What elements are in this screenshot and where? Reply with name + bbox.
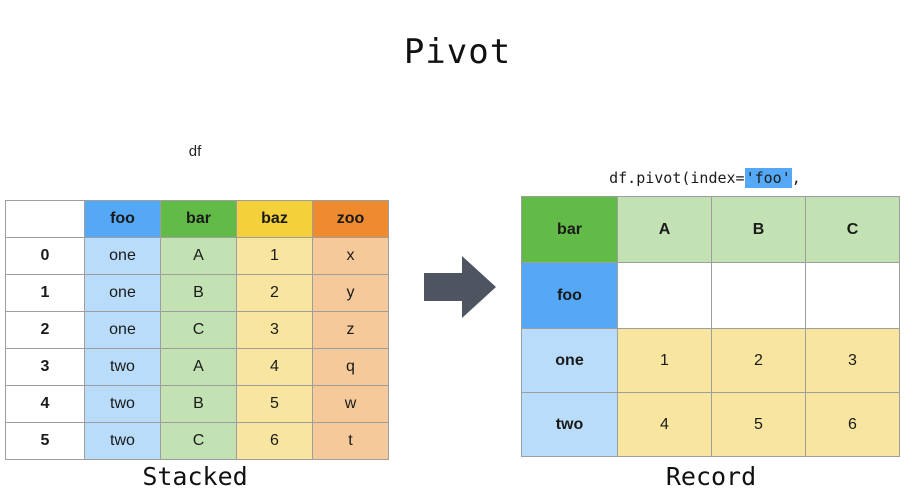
table-row: one 1 2 3: [521, 328, 900, 393]
cell-zoo: w: [312, 385, 389, 423]
row-index: 3: [5, 348, 85, 386]
cell-zoo: q: [312, 348, 389, 386]
row-index: 4: [5, 385, 85, 423]
column-header-bar: bar: [160, 200, 237, 238]
cell-baz: 6: [236, 422, 313, 460]
row-index: 0: [5, 237, 85, 275]
dataframe-label: df: [188, 143, 202, 160]
cell-value: 2: [711, 328, 806, 393]
cell-bar: C: [160, 422, 237, 460]
cell-foo: two: [84, 385, 161, 423]
cell-zoo: t: [312, 422, 389, 460]
table-header-row: foo bar baz zoo: [5, 200, 389, 238]
table-row: 3 two A 4 q: [5, 348, 389, 386]
cell-bar: A: [160, 348, 237, 386]
stacked-caption: Stacked: [142, 462, 248, 491]
cell-value: 3: [805, 328, 900, 393]
cell-bar: B: [160, 274, 237, 312]
row-index: 5: [5, 422, 85, 460]
cell-bar: B: [160, 385, 237, 423]
table-row: 4 two B 5 w: [5, 385, 389, 423]
code-line-index: df.pivot(index='foo',: [573, 147, 828, 210]
index-name-row: foo: [521, 262, 900, 329]
empty-cell: [805, 262, 900, 329]
table-row: 2 one C 3 z: [5, 311, 389, 349]
empty-cell: [711, 262, 806, 329]
cell-foo: two: [84, 348, 161, 386]
empty-cell: [617, 262, 712, 329]
cell-baz: 4: [236, 348, 313, 386]
row-index: one: [521, 328, 618, 393]
corner-header-bar: bar: [521, 196, 618, 263]
column-header-baz: baz: [236, 200, 313, 238]
record-caption: Record: [665, 462, 757, 491]
cell-value: 6: [805, 392, 900, 457]
corner-header-foo: foo: [521, 262, 618, 329]
column-header-foo: foo: [84, 200, 161, 238]
row-index: 2: [5, 311, 85, 349]
row-index: 1: [5, 274, 85, 312]
cell-baz: 1: [236, 237, 313, 275]
cell-baz: 2: [236, 274, 313, 312]
table-row: 0 one A 1 x: [5, 237, 389, 275]
column-header-b: B: [711, 196, 806, 263]
cell-bar: C: [160, 311, 237, 349]
cell-foo: two: [84, 422, 161, 460]
cell-zoo: y: [312, 274, 389, 312]
cell-bar: A: [160, 237, 237, 275]
column-header-a: A: [617, 196, 712, 263]
cell-foo: one: [84, 311, 161, 349]
cell-foo: one: [84, 237, 161, 275]
cell-zoo: z: [312, 311, 389, 349]
table-header-row: bar A B C: [521, 196, 900, 263]
record-table: bar A B C foo one 1 2 3 two 4 5 6: [521, 196, 900, 457]
column-header-c: C: [805, 196, 900, 263]
page-title: Pivot: [403, 32, 512, 72]
cell-value: 5: [711, 392, 806, 457]
cell-baz: 3: [236, 311, 313, 349]
code-text: df.pivot(index=: [609, 169, 745, 187]
column-header-zoo: zoo: [312, 200, 389, 238]
cell-value: 4: [617, 392, 712, 457]
table-row: 5 two C 6 t: [5, 422, 389, 460]
cell-foo: one: [84, 274, 161, 312]
cell-zoo: x: [312, 237, 389, 275]
cell-baz: 5: [236, 385, 313, 423]
table-row: 1 one B 2 y: [5, 274, 389, 312]
code-text: ,: [791, 169, 801, 187]
row-index: two: [521, 392, 618, 457]
table-row: two 4 5 6: [521, 392, 900, 457]
column-header-blank: [5, 200, 85, 238]
stacked-table: foo bar baz zoo 0 one A 1 x 1 one B 2 y …: [5, 200, 389, 460]
cell-value: 1: [617, 328, 712, 393]
code-highlight-foo: 'foo': [744, 168, 792, 188]
right-arrow-icon: [424, 256, 496, 318]
